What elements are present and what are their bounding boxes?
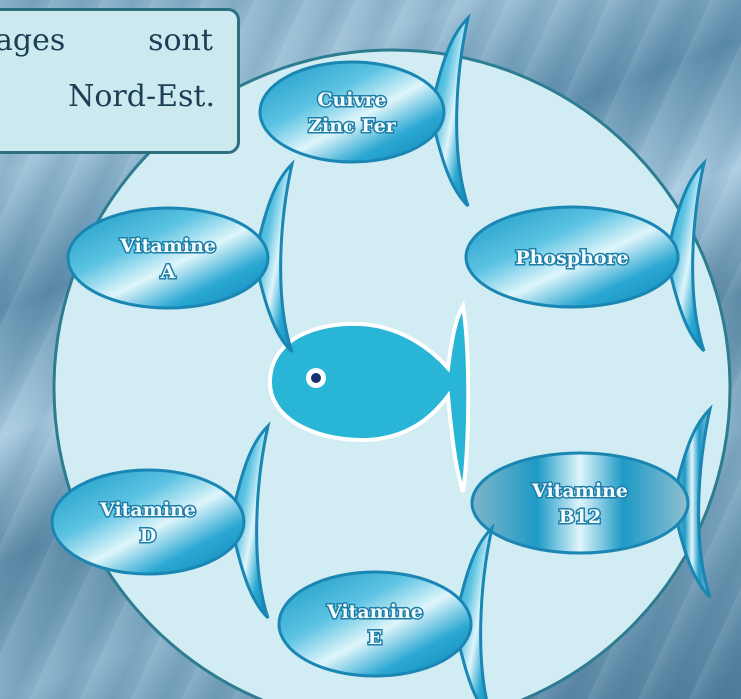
fish-label: Vitamine [326, 601, 423, 623]
fish-label: Vitamine [99, 499, 196, 521]
fish-body [472, 453, 688, 553]
fish-body [260, 62, 444, 162]
fish-body [68, 208, 268, 308]
fish-label: B12 [559, 506, 602, 528]
callout-word: ages [0, 23, 65, 58]
fish-body [279, 572, 471, 676]
fish-label: Cuivre [317, 89, 386, 111]
callout-word: sont [148, 23, 213, 58]
fish-label: A [160, 261, 176, 283]
fish-label: Vitamine [119, 235, 216, 257]
callout-line: Nord-Est. [68, 79, 215, 114]
fish-body [52, 470, 244, 574]
fish-label: Phosphore [515, 247, 628, 269]
fish-label: Zinc Fer [308, 115, 397, 137]
fish-label: D [140, 525, 156, 547]
fish-label: E [368, 627, 382, 649]
fish-label: Vitamine [531, 480, 628, 502]
callout-box: ages sont Nord-Est. [0, 8, 240, 154]
